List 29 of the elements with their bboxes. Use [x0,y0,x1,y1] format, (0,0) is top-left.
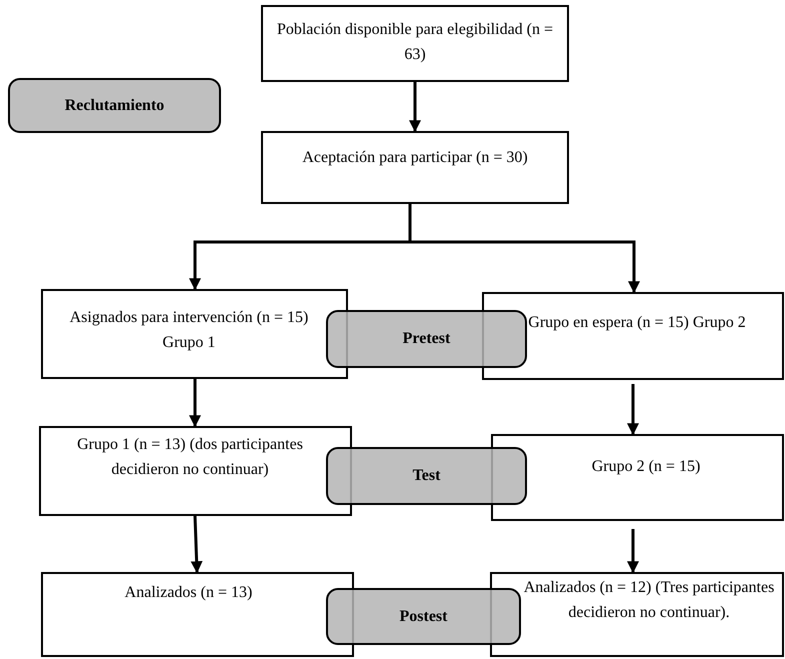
stage-box [8,78,221,133]
process-box [261,5,569,82]
stage-label: Postest [400,608,448,625]
box-text: Analizados (n = 12) (Tres participantes decidieron no continuar). [524,579,774,621]
box-text: Grupo 1 (n = 13) (dos participantes decidieron no continuar) [77,436,303,478]
arrow [627,384,639,436]
process-box [491,434,784,521]
box-text: Asignados para intervención (n = 15) Grupo 1 [70,309,308,351]
box-text: Grupo 2 (n = 15) [592,458,700,475]
process-box [41,572,354,657]
process-box [482,292,784,380]
box-text: Grupo en espera (n = 15) Grupo 2 [528,314,746,331]
process-box [39,426,352,516]
process-box [261,131,569,204]
arrow [189,379,201,428]
process-box [41,289,348,379]
arrow [190,516,203,574]
stage-box [326,447,527,505]
stage-label: Reclutamiento [64,97,164,114]
process-box [490,572,784,657]
arrow [627,529,639,574]
box-text: Analizados (n = 13) [124,584,252,601]
stage-label: Pretest [402,330,450,347]
box-text: Población disponible para elegibilidad (n = 63) [276,21,554,63]
stage-box [326,588,521,645]
box-text: Aceptación para participar (n = 30) [302,149,528,166]
arrow [409,82,421,132]
stage-label: Test [412,467,440,484]
stage-box [326,310,527,368]
